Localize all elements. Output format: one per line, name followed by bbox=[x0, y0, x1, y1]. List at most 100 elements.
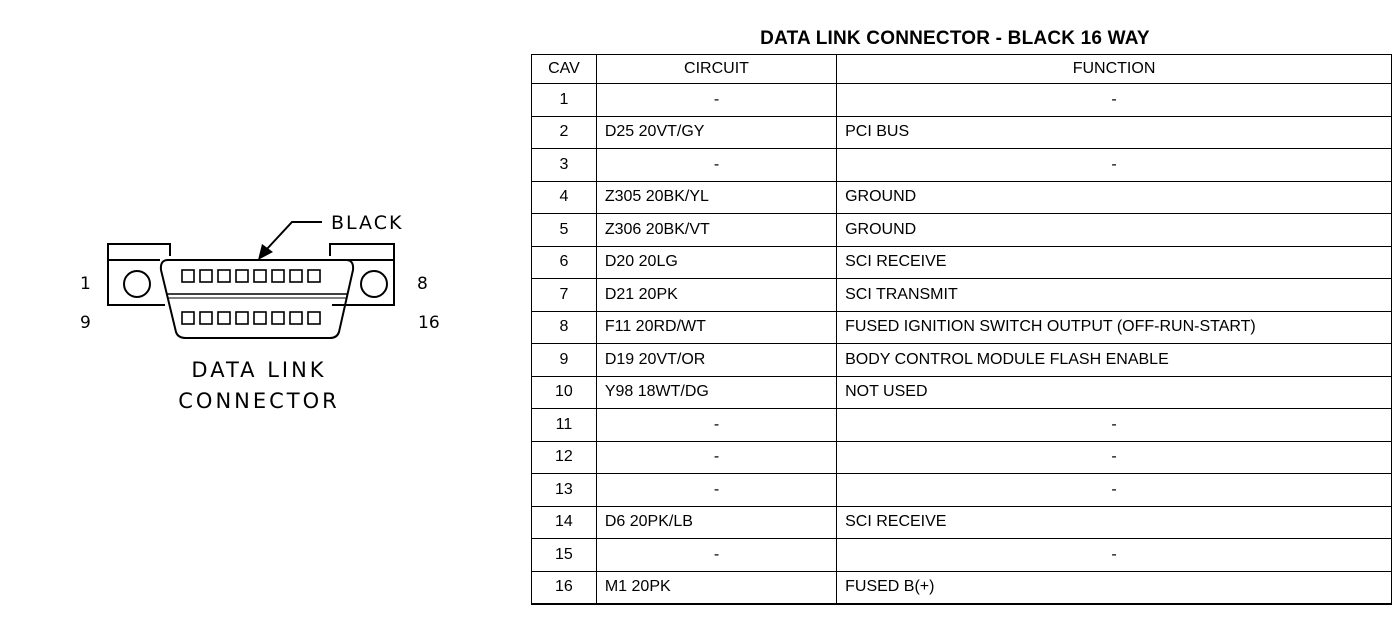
bottom-pin-row bbox=[181, 311, 321, 325]
pin-cavity bbox=[181, 311, 195, 325]
function-cell: BODY CONTROL MODULE FLASH ENABLE bbox=[836, 343, 1392, 377]
circuit-cell: - bbox=[595, 148, 838, 182]
function-cell: FUSED B(+) bbox=[836, 570, 1392, 605]
pin-cavity bbox=[235, 311, 249, 325]
function-cell: NOT USED bbox=[836, 375, 1392, 409]
circuit-cell: F11 20RD/WT bbox=[595, 310, 838, 344]
leader-line bbox=[265, 221, 322, 251]
circuit-cell: - bbox=[595, 538, 838, 572]
cav-cell: 11 bbox=[531, 408, 597, 442]
function-cell: GROUND bbox=[836, 213, 1392, 247]
color-label: BLACK bbox=[331, 212, 403, 234]
pin-cavity bbox=[289, 269, 303, 283]
circuit-cell: Z305 20BK/YL bbox=[595, 180, 838, 214]
cav-cell: 3 bbox=[531, 148, 597, 182]
cav-cell: 9 bbox=[531, 343, 597, 377]
table-row: 11-- bbox=[531, 408, 1392, 442]
pin-cavity bbox=[253, 269, 267, 283]
cav-cell: 10 bbox=[531, 375, 597, 409]
header-cav: CAV bbox=[531, 54, 597, 84]
pin-cavity bbox=[181, 269, 195, 283]
connector-body bbox=[159, 259, 355, 339]
circuit-cell: D21 20PK bbox=[595, 278, 838, 312]
function-cell: - bbox=[836, 440, 1392, 474]
circuit-cell: M1 20PK bbox=[595, 570, 838, 605]
table-title: DATA LINK CONNECTOR - BLACK 16 WAY bbox=[760, 28, 1150, 49]
pin-cavity bbox=[199, 311, 213, 325]
function-cell: - bbox=[836, 538, 1392, 572]
circuit-cell: D6 20PK/LB bbox=[595, 505, 838, 539]
cav-cell: 15 bbox=[531, 538, 597, 572]
left-mounting-hole bbox=[123, 270, 151, 298]
table-row: 3-- bbox=[531, 148, 1392, 182]
function-cell: PCI BUS bbox=[836, 115, 1392, 149]
cav-cell: 13 bbox=[531, 473, 597, 507]
pin-cavity bbox=[271, 269, 285, 283]
function-cell: FUSED IGNITION SWITCH OUTPUT (OFF-RUN-ST… bbox=[836, 310, 1392, 344]
pin-cavity bbox=[307, 269, 321, 283]
cav-cell: 16 bbox=[531, 570, 597, 605]
cav-cell: 8 bbox=[531, 310, 597, 344]
pin-cavity bbox=[289, 311, 303, 325]
cav-cell: 5 bbox=[531, 213, 597, 247]
circuit-cell: - bbox=[595, 408, 838, 442]
circuit-cell: D19 20VT/OR bbox=[595, 343, 838, 377]
header-circuit: CIRCUIT bbox=[595, 54, 838, 84]
circuit-cell: D20 20LG bbox=[595, 245, 838, 279]
cav-cell: 7 bbox=[531, 278, 597, 312]
function-cell: - bbox=[836, 83, 1392, 117]
caption-line-1: DATA LINK bbox=[191, 358, 326, 382]
table-row: 13-- bbox=[531, 473, 1392, 507]
arrowhead-icon bbox=[258, 244, 273, 260]
caption-line-2: CONNECTOR bbox=[178, 389, 340, 413]
pin-cavity bbox=[235, 269, 249, 283]
function-cell: - bbox=[836, 148, 1392, 182]
circuit-cell: - bbox=[595, 83, 838, 117]
function-cell: SCI TRANSMIT bbox=[836, 278, 1392, 312]
circuit-cell: - bbox=[595, 473, 838, 507]
function-cell: SCI RECEIVE bbox=[836, 245, 1392, 279]
pin-cavity bbox=[199, 269, 213, 283]
function-cell: SCI RECEIVE bbox=[836, 505, 1392, 539]
table-row: 1-- bbox=[531, 83, 1392, 117]
pin-cavity bbox=[307, 311, 321, 325]
cav-cell: 4 bbox=[531, 180, 597, 214]
left-tab bbox=[107, 243, 171, 260]
pin-label-9: 9 bbox=[80, 313, 91, 333]
pin-label-1: 1 bbox=[80, 274, 91, 294]
function-cell: - bbox=[836, 408, 1392, 442]
table-row: 15-- bbox=[531, 538, 1392, 572]
circuit-cell: Z306 20BK/VT bbox=[595, 213, 838, 247]
pin-cavity bbox=[217, 311, 231, 325]
function-cell: GROUND bbox=[836, 180, 1392, 214]
pin-label-16: 16 bbox=[418, 313, 440, 333]
right-tab bbox=[329, 243, 395, 260]
cav-cell: 6 bbox=[531, 245, 597, 279]
circuit-cell: Y98 18WT/DG bbox=[595, 375, 838, 409]
table-row: 12-- bbox=[531, 440, 1392, 474]
pin-cavity bbox=[217, 269, 231, 283]
cav-cell: 14 bbox=[531, 505, 597, 539]
pin-cavity bbox=[253, 311, 267, 325]
pin-cavity bbox=[271, 311, 285, 325]
header-function: FUNCTION bbox=[836, 54, 1392, 84]
pin-label-8: 8 bbox=[417, 274, 428, 294]
connector-flange bbox=[107, 259, 395, 306]
connector-diagram: BLACK 1 8 9 16 DATA LINK CONNECTOR bbox=[80, 212, 440, 413]
function-cell: - bbox=[836, 473, 1392, 507]
circuit-cell: - bbox=[595, 440, 838, 474]
top-pin-row bbox=[181, 269, 321, 283]
cav-cell: 12 bbox=[531, 440, 597, 474]
right-mounting-hole bbox=[360, 270, 388, 298]
cav-cell: 2 bbox=[531, 115, 597, 149]
